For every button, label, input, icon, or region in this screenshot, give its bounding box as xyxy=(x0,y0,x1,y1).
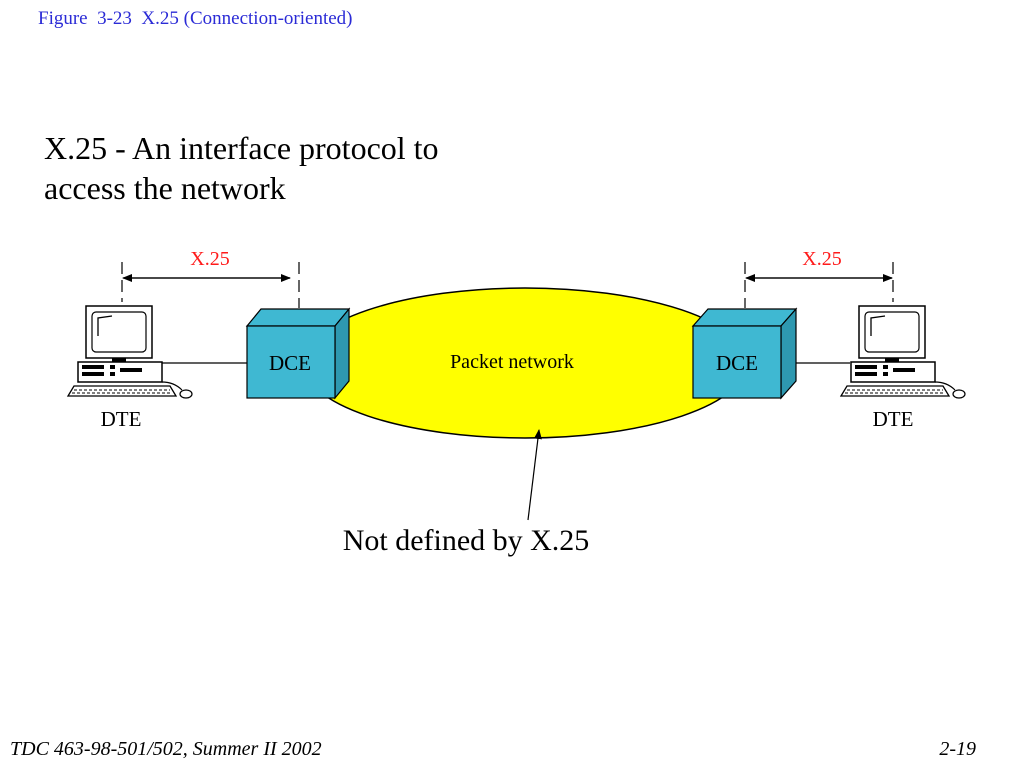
note-pointer-arrow xyxy=(527,429,542,521)
right-dce-top xyxy=(691,308,798,327)
right-dce-front xyxy=(692,325,782,399)
left-dte-computer-icon xyxy=(66,305,193,399)
left-dce-label: DCE xyxy=(269,351,311,375)
packet-network-label: Packet network xyxy=(450,351,574,373)
footer-page-number: 2-19 xyxy=(939,738,976,760)
right-x25-label: X.25 xyxy=(802,248,841,270)
right-dte-label: DTE xyxy=(873,407,914,431)
not-defined-note: Not defined by X.25 xyxy=(343,524,590,557)
heading-line-1: X.25 - An interface protocol to xyxy=(44,130,439,166)
left-x25-interface: X.25 xyxy=(121,248,300,308)
right-dce-box: DCE xyxy=(691,307,798,400)
packet-network: Packet network xyxy=(302,287,748,439)
footer-course: TDC 463-98-501/502, Summer II 2002 xyxy=(10,738,322,760)
figure-caption: Figure 3-23 X.25 (Connection-oriented) xyxy=(38,8,353,29)
heading-line-2: access the network xyxy=(44,170,286,206)
left-dce-box: DCE xyxy=(245,307,351,400)
left-dce-front xyxy=(246,325,336,399)
left-dte-label: DTE xyxy=(101,407,142,431)
right-dce-label: DCE xyxy=(716,351,758,375)
right-x25-interface: X.25 xyxy=(744,248,894,308)
left-x25-label: X.25 xyxy=(190,248,229,270)
left-dce-top xyxy=(245,308,351,327)
slide-heading: X.25 - An interface protocol to access t… xyxy=(44,128,564,208)
right-dte-computer-icon xyxy=(839,305,966,399)
